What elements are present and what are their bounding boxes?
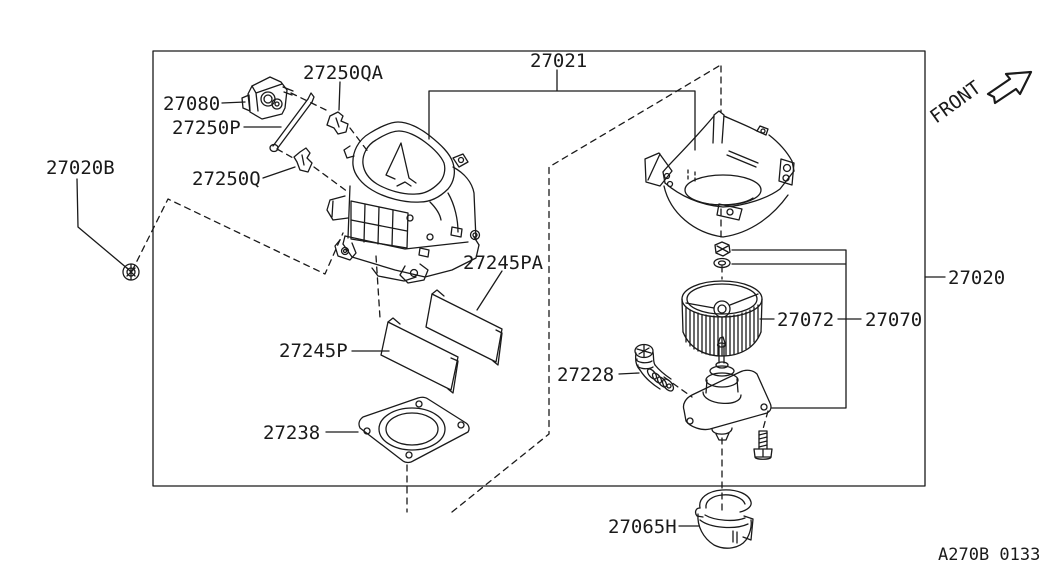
divider-dashed-lines [131,65,769,513]
clip-27250QA-drawing [326,111,349,135]
part-labels: 27080 27250P 27250QA 27250Q 27020B 27021… [46,50,1005,538]
part-label-27238: 27238 [263,422,320,444]
clip-27250Q-drawing [293,147,313,173]
leader-lines [76,69,946,527]
boundary-box [152,50,926,487]
clamp-27065H-drawing [694,489,754,549]
heater-unit-drawing [326,121,481,284]
front-label: FRONT [926,77,985,128]
part-label-27228: 27228 [557,364,614,386]
front-arrow-icon [986,70,1033,105]
part-label-27250Q: 27250Q [192,168,261,190]
drawing-code: A270B 0133 [938,545,1040,565]
part-label-27245PA: 27245PA [463,252,544,274]
blower-case-drawing [644,110,795,238]
front-indicator: FRONT [926,70,1033,128]
filter-panel-27245P-drawing [380,317,459,394]
gasket-27238-drawing [358,396,470,464]
part-label-27080: 27080 [163,93,220,115]
rod-27250P-drawing [269,92,315,153]
filter-panel-27245PA-drawing [425,289,503,366]
motor-screw-drawing [753,430,773,460]
part-label-27020B: 27020B [46,157,115,179]
actuator-27080-drawing [241,76,294,120]
part-label-27072: 27072 [777,309,834,331]
washer-drawing [713,257,731,269]
part-label-27250P: 27250P [172,117,241,139]
part-label-27021: 27021 [530,50,587,72]
part-label-27070: 27070 [865,309,922,331]
part-label-27065H: 27065H [608,516,677,538]
part-label-27020: 27020 [948,267,1005,289]
blower-motor-drawing [682,336,772,441]
part-label-27245P: 27245P [279,340,348,362]
hose-27228-drawing [634,343,675,392]
nut-drawing [714,241,731,257]
fan-wheel-drawing [681,280,763,357]
part-label-27250QA: 27250QA [303,62,384,84]
